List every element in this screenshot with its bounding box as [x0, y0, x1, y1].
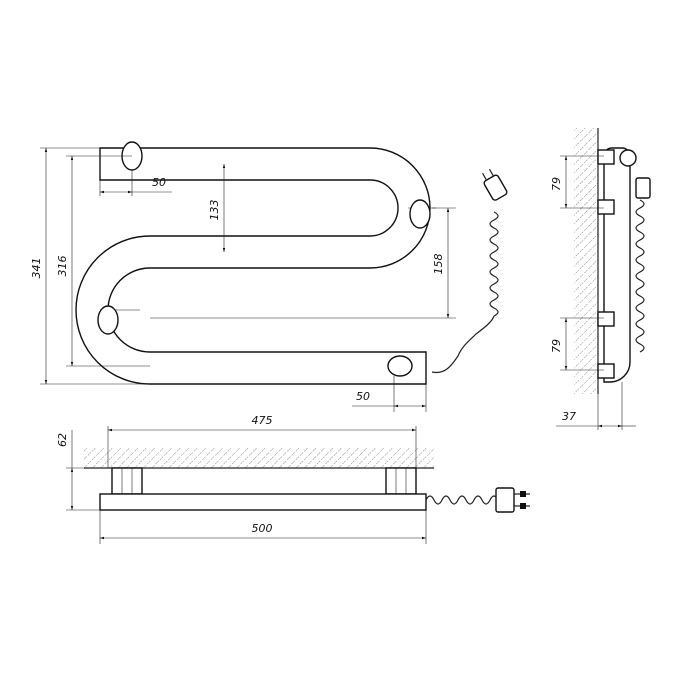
side-bracket-3: [597, 311, 615, 327]
dim-front-right-height: 158: [432, 254, 445, 275]
side-coil: [635, 199, 645, 353]
dim-side-top: 79: [550, 177, 563, 191]
coiled-cord: [489, 211, 499, 317]
dim-front-bottom-mount-offset: 50: [356, 390, 370, 403]
left-mount: [97, 305, 119, 335]
right-mount: [409, 199, 431, 229]
dim-top-total-width: 500: [252, 522, 273, 535]
dim-side-depth: 37: [562, 410, 576, 423]
side-pipe: [603, 147, 631, 383]
side-bracket-2: [597, 199, 615, 215]
side-view: 79 79 37: [550, 128, 651, 430]
side-top-cap: [619, 149, 637, 167]
power-cord: [431, 315, 495, 374]
side-bracket-1: [597, 149, 615, 165]
bottom-right-mount: [387, 355, 413, 377]
dim-front-inner-gap: 133: [208, 200, 221, 221]
s-pipe: [75, 147, 431, 385]
dim-front-top-mount-offset: 50: [152, 176, 166, 189]
dim-front-pipe-height: 316: [56, 256, 69, 277]
top-wall-hatch: [84, 448, 434, 468]
dim-top-mount-spacing: 475: [252, 414, 273, 427]
dim-side-bottom: 79: [550, 339, 563, 353]
front-view: 341 316 50 133 158 50: [30, 141, 508, 412]
side-wall-hatch: [574, 128, 598, 394]
top-plug-icon: [495, 487, 530, 513]
top-bar: [99, 493, 427, 511]
top-view: 475 62 500: [56, 414, 530, 544]
dim-top-depth: 62: [56, 433, 69, 447]
side-plug-icon: [635, 177, 651, 199]
dim-front-total-height: 341: [30, 258, 43, 279]
top-right-mount: [385, 467, 417, 495]
side-bracket-4: [597, 363, 615, 379]
top-left-mount: [111, 467, 143, 495]
top-coil: [425, 495, 506, 505]
plug-icon: [482, 168, 508, 201]
